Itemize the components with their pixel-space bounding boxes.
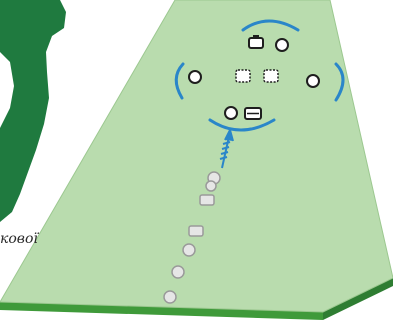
ghost-battery-2-icon — [188, 225, 204, 237]
bottom-circle-icon — [224, 106, 238, 120]
board-edge-front — [0, 302, 323, 320]
left-arc-icon — [174, 62, 185, 100]
dashed-chip-right-icon — [263, 69, 279, 83]
ghost-circle-5-icon — [163, 290, 177, 304]
board-edge-right — [323, 278, 393, 320]
right-arc-icon — [334, 62, 345, 102]
green-figure-shape — [0, 0, 66, 222]
right-circle-icon — [306, 74, 320, 88]
ghost-battery-1-icon — [199, 194, 215, 206]
dashed-chip-left-icon — [235, 69, 251, 83]
board-surface — [0, 0, 393, 313]
top-arc-icon — [241, 19, 300, 32]
bottom-arc-icon — [208, 118, 276, 132]
top-circle-icon — [275, 38, 289, 52]
ghost-circle-2-icon — [205, 180, 217, 192]
ghost-circle-3-icon — [182, 243, 196, 257]
ghost-circle-4-icon — [171, 265, 185, 279]
left-circle-icon — [188, 70, 202, 84]
caption-text: кової — [0, 231, 38, 247]
bottom-battery-icon — [244, 107, 262, 120]
top-battery-icon — [248, 35, 264, 49]
up-arrow-icon — [219, 127, 234, 169]
